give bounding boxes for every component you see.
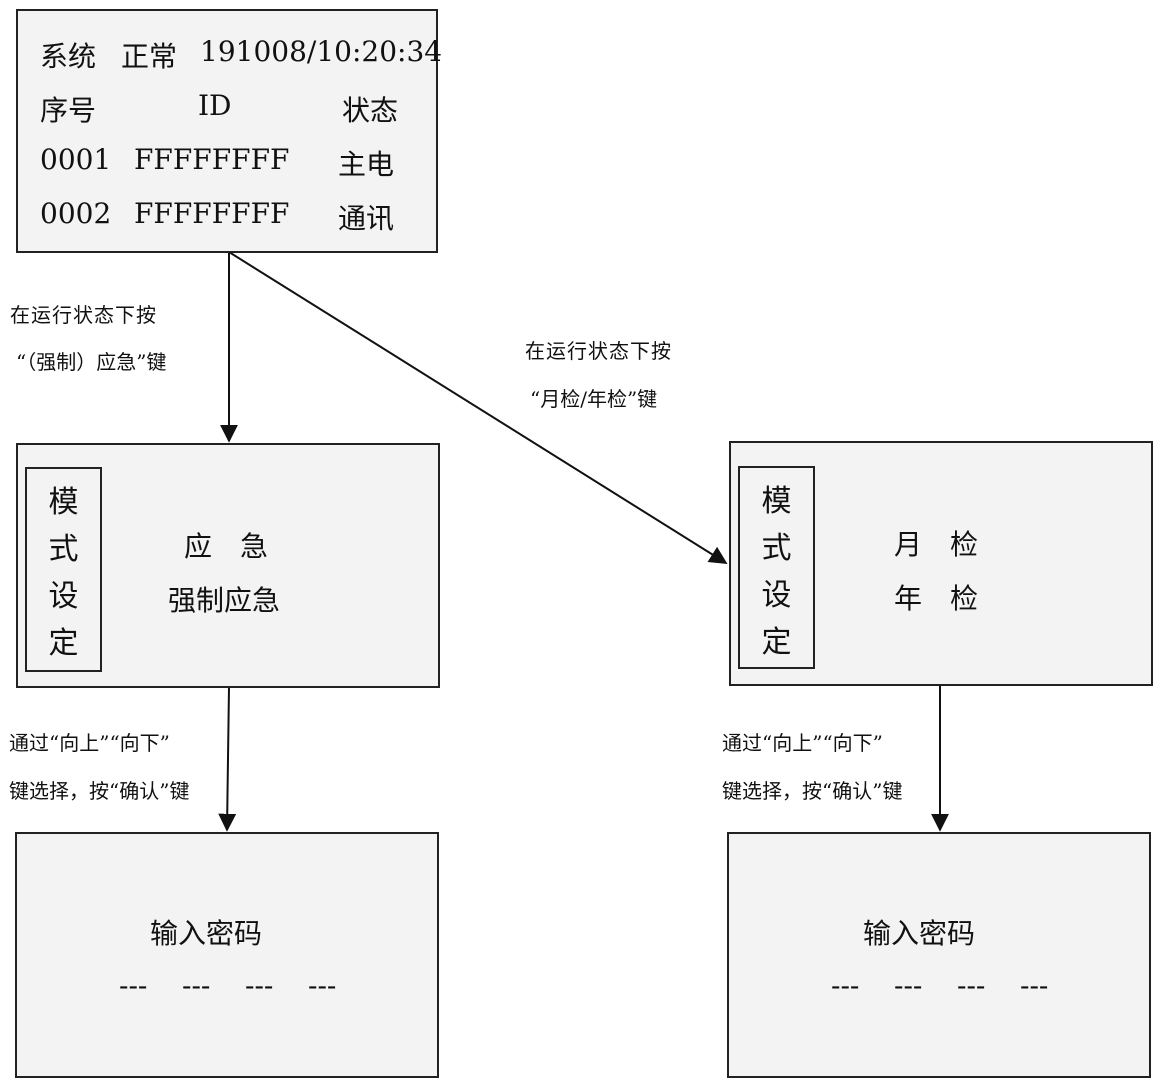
password-screen-left: 输入密码 --- --- --- --- — [15, 832, 439, 1078]
row-1-seq: 0001 — [40, 143, 112, 176]
emergency-mode-screen: 模 式 设 定 应 急 强制应急 — [16, 443, 440, 688]
right-arrow-label-line2: “月检/年检”键 — [530, 387, 658, 411]
mode-char-4: 定 — [761, 625, 792, 660]
system-datetime: 191008/10:20:34 — [200, 35, 443, 68]
password-digit-1[interactable]: --- — [831, 969, 860, 1002]
header-id: ID — [198, 89, 232, 122]
header-seq: 序号 — [40, 94, 97, 127]
option-yearly-check[interactable]: 年 检 — [894, 582, 979, 615]
password-digit-2[interactable]: --- — [182, 969, 211, 1002]
arrow-to-inspection — [228, 251, 728, 564]
option-emergency[interactable]: 应 急 — [184, 530, 269, 563]
row-2-id: FFFFFFFF — [134, 197, 290, 230]
password-digit-1[interactable]: --- — [119, 969, 148, 1002]
right-select-hint-line2: 键选择，按“确认”键 — [722, 779, 903, 803]
password-digit-4[interactable]: --- — [308, 969, 337, 1002]
left-arrow-label-line2: “（强制）应急”键 — [16, 350, 167, 374]
mode-char-1: 模 — [48, 485, 79, 520]
arrow-emergency-to-password — [218, 686, 237, 832]
system-state: 正常 — [121, 40, 178, 73]
password-digit-2[interactable]: --- — [894, 969, 923, 1002]
option-monthly-check[interactable]: 月 检 — [894, 528, 979, 561]
row-2-status: 通讯 — [338, 202, 395, 235]
inspection-mode-screen: 模 式 设 定 月 检 年 检 — [729, 441, 1153, 686]
mode-char-1: 模 — [761, 484, 792, 519]
left-select-hint-line1: 通过“向上”“向下” — [9, 731, 170, 755]
system-label: 系统 — [40, 40, 97, 73]
mode-char-4: 定 — [48, 626, 79, 661]
password-title: 输入密码 — [150, 917, 263, 950]
right-arrow-label-line1: 在运行状态下按 — [525, 339, 672, 363]
left-select-hint-line2: 键选择，按“确认”键 — [9, 779, 190, 803]
row-1-status: 主电 — [338, 148, 395, 181]
status-screen: 系统 正常 191008/10:20:34 序号 ID 状态 0001 FFFF… — [16, 9, 442, 253]
password-title: 输入密码 — [863, 917, 976, 950]
password-digit-4[interactable]: --- — [1020, 969, 1049, 1002]
mode-char-2: 式 — [761, 531, 792, 566]
header-status: 状态 — [342, 94, 399, 127]
password-digit-3[interactable]: --- — [957, 969, 986, 1002]
left-arrow-label-line1: 在运行状态下按 — [10, 303, 157, 327]
option-forced-emergency[interactable]: 强制应急 — [168, 584, 281, 617]
mode-char-2: 式 — [48, 532, 79, 567]
right-select-hint-line1: 通过“向上”“向下” — [722, 731, 883, 755]
password-screen-right: 输入密码 --- --- --- --- — [727, 832, 1151, 1078]
row-2-seq: 0002 — [40, 197, 112, 230]
mode-char-3: 设 — [761, 578, 792, 613]
row-1-id: FFFFFFFF — [134, 143, 290, 176]
mode-setting-label: 模 式 设 定 — [738, 466, 815, 669]
password-digit-3[interactable]: --- — [245, 969, 274, 1002]
mode-char-3: 设 — [48, 579, 79, 614]
mode-setting-label: 模 式 设 定 — [25, 467, 102, 672]
